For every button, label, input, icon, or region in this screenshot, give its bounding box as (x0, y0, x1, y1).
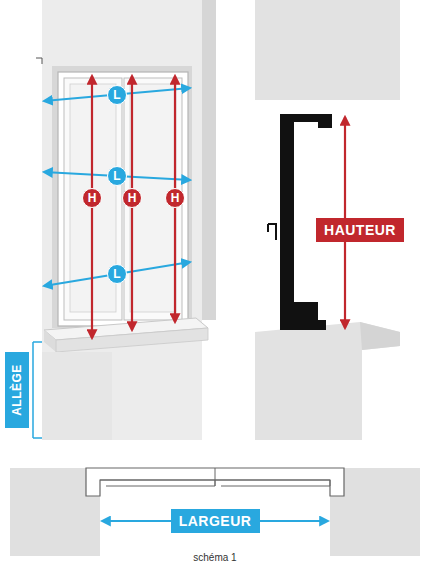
label-text: ALLÈGE (11, 364, 23, 416)
label-text: L (113, 268, 120, 280)
height-callout: H (122, 188, 142, 208)
width-label: LARGEUR (171, 509, 260, 533)
label-text: HAUTEUR (324, 223, 396, 237)
width-callout: L (107, 166, 127, 186)
wall-plan (10, 468, 420, 556)
height-callout: H (82, 188, 102, 208)
allege-bracket (33, 342, 42, 438)
width-callout: L (107, 264, 127, 284)
label-text: H (128, 192, 137, 204)
height-label: HAUTEUR (316, 218, 404, 242)
label-text: L (113, 89, 120, 101)
height-arrows (92, 76, 175, 338)
label-text: H (88, 192, 97, 204)
allege-label: ALLÈGE (5, 352, 29, 428)
label-text: H (171, 192, 180, 204)
width-arrows (44, 88, 190, 286)
height-callout: H (165, 188, 185, 208)
width-callout: L (107, 85, 127, 105)
label-text: L (113, 170, 120, 182)
label-text: LARGEUR (179, 514, 252, 528)
wall-perspective (36, 0, 216, 440)
caption: schéma 1 (193, 552, 236, 563)
